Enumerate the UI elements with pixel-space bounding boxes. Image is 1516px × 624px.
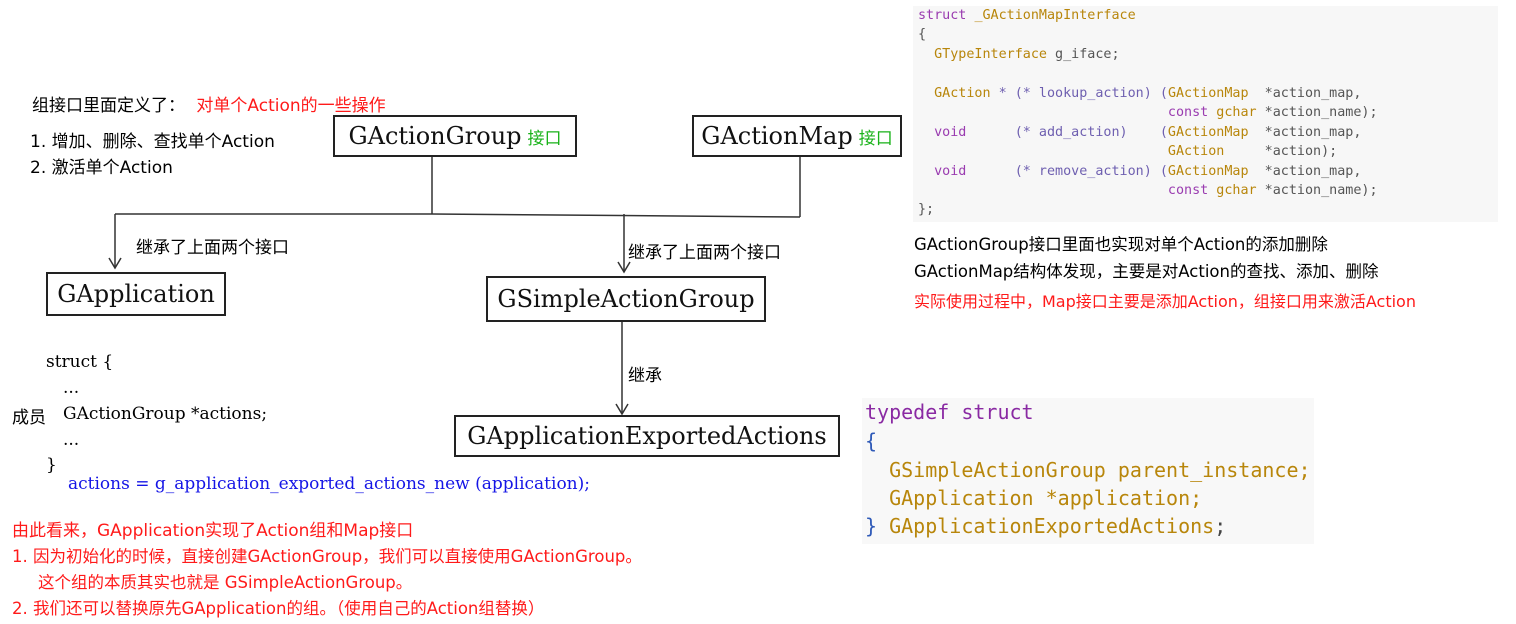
code-func: (* remove_action) ( bbox=[966, 164, 1168, 179]
code-keyword: void bbox=[934, 125, 967, 140]
node-gaction-group: GActionGroup 接口 bbox=[333, 115, 577, 157]
code-keyword: const bbox=[1167, 183, 1209, 198]
code-text: *action_map, bbox=[1248, 164, 1362, 179]
code-text: *application; bbox=[1033, 486, 1203, 510]
node-gapplication-exported-actions-name: GApplicationExportedActions bbox=[467, 422, 827, 450]
code-text: *action_map, bbox=[1248, 125, 1362, 140]
node-gsimple-action-group-name: GSimpleActionGroup bbox=[497, 285, 755, 313]
code-type: GActionMap bbox=[1167, 125, 1249, 140]
code-keyword: struct bbox=[918, 8, 967, 23]
group-note-title: 组接口里面定义了： 对单个Action的一些操作 bbox=[32, 91, 386, 116]
code-block-exported-actions: typedef struct { GSimpleActionGroup pare… bbox=[862, 398, 1314, 544]
code-type: GSimpleActionGroup bbox=[889, 458, 1106, 482]
conclusion-line-2: 1. 因为初始化的时候，直接创建GActionGroup，我们可以直接使用GAc… bbox=[12, 547, 642, 566]
node-gaction-map: GActionMap 接口 bbox=[692, 115, 902, 157]
node-gaction-group-name: GActionGroup bbox=[348, 122, 522, 150]
code-type: gchar bbox=[1216, 105, 1257, 120]
code-type: GActionMap bbox=[1167, 86, 1249, 101]
interface-note-3: 实际使用过程中，Map接口主要是添加Action，组接口用来激活Action bbox=[914, 292, 1416, 311]
code-type: GAction bbox=[934, 86, 991, 101]
code-type: GApplication bbox=[889, 486, 1034, 510]
code-type: GApplicationExportedActions bbox=[889, 514, 1215, 538]
group-note-item-1: 1. 增加、删除、查找单个Action bbox=[30, 132, 275, 152]
code-type: GTypeInterface bbox=[934, 47, 1047, 62]
node-gsimple-action-group: GSimpleActionGroup bbox=[486, 276, 766, 322]
interface-note-1: GActionGroup接口里面也实现对单个Action的添加删除 bbox=[914, 235, 1328, 254]
node-gaction-map-name: GActionMap bbox=[701, 122, 853, 150]
group-note-highlight: 对单个Action的一些操作 bbox=[196, 96, 386, 116]
struct-member-label: 成员 bbox=[12, 408, 46, 428]
code-keyword: const bbox=[1167, 105, 1209, 120]
struct-line-3: GActionGroup *actions; bbox=[63, 404, 268, 424]
code-block-action-map-interface: struct _GActionMapInterface { GTypeInter… bbox=[913, 6, 1498, 222]
code-keyword: typedef bbox=[865, 400, 950, 424]
code-open-brace: { bbox=[865, 429, 878, 453]
code-type: GActionMap bbox=[1167, 164, 1249, 179]
edge-label-inherit-both-left: 继承了上面两个接口 bbox=[136, 238, 289, 258]
node-gapplication-exported-actions: GApplicationExportedActions bbox=[454, 415, 840, 457]
code-type: gchar bbox=[1216, 183, 1257, 198]
conclusion-line-3: 这个组的本质其实也就是 GSimpleActionGroup。 bbox=[38, 573, 413, 592]
conclusion-line-4: 2. 我们还可以替换原先GApplication的组。（使用自己的Action组… bbox=[12, 599, 545, 618]
code-close-brace: } bbox=[865, 514, 878, 538]
node-gaction-group-tag: 接口 bbox=[527, 128, 562, 149]
code-text: parent_instance; bbox=[1105, 458, 1311, 482]
code-func: * (* lookup_action) ( bbox=[990, 86, 1168, 101]
code-open-brace: { bbox=[918, 27, 927, 42]
node-gapplication: GApplication bbox=[46, 272, 226, 316]
code-text: *action_name); bbox=[1256, 183, 1378, 198]
code-close-brace: }; bbox=[918, 202, 935, 217]
struct-line-2: ... bbox=[63, 378, 80, 398]
code-struct-name: _GActionMapInterface bbox=[974, 8, 1136, 23]
struct-line-5: } bbox=[46, 455, 57, 475]
edge-label-inherit-both-right: 继承了上面两个接口 bbox=[628, 243, 781, 263]
code-keyword: void bbox=[934, 164, 967, 179]
node-gaction-map-tag: 接口 bbox=[858, 128, 893, 149]
code-text: *action_map, bbox=[1248, 86, 1362, 101]
interface-note-2: GActionMap结构体发现，主要是对Action的查找、添加、删除 bbox=[914, 262, 1379, 281]
code-keyword: struct bbox=[961, 400, 1034, 424]
node-gapplication-name: GApplication bbox=[57, 280, 215, 308]
code-func: (* add_action) ( bbox=[966, 125, 1168, 140]
code-text: ; bbox=[1214, 514, 1227, 538]
struct-assignment: actions = g_application_exported_actions… bbox=[68, 474, 590, 494]
conclusion-line-1: 由此看来，GApplication实现了Action组和Map接口 bbox=[12, 521, 414, 541]
code-text: *action_name); bbox=[1256, 105, 1378, 120]
edge-label-inherit: 继承 bbox=[628, 366, 662, 386]
code-text: *action); bbox=[1224, 144, 1338, 159]
code-text: g_iface; bbox=[1047, 47, 1120, 62]
struct-line-4: ... bbox=[63, 430, 80, 450]
group-note-item-2: 2. 激活单个Action bbox=[30, 158, 173, 178]
group-note-prefix: 组接口里面定义了： bbox=[32, 96, 185, 116]
code-type: GAction bbox=[1167, 144, 1225, 159]
struct-line-1: struct { bbox=[46, 352, 114, 372]
